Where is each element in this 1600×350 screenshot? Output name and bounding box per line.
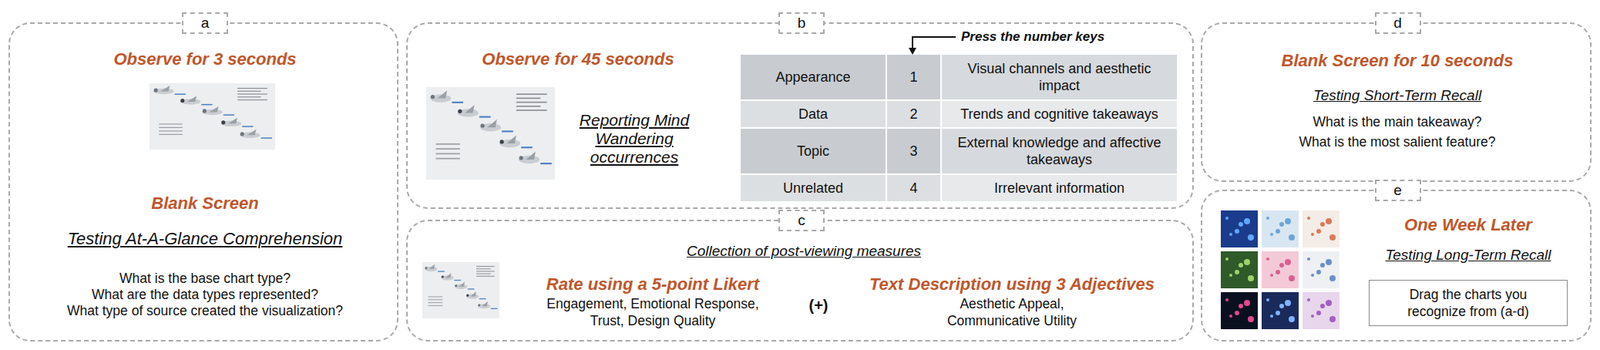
visualization-thumbnail — [426, 87, 555, 180]
task-subtitle: Testing At-A-Glance Comprehension — [20, 229, 390, 249]
table-cell: Visual channels and aesthetic impact — [941, 54, 1177, 100]
task-subtitle: Testing Short-Term Recall — [1212, 86, 1583, 105]
stage-panel: aObserve for 3 secondsBlank ScreenTestin… — [8, 22, 399, 342]
cell-text: Appearance — [775, 68, 851, 86]
stage-panel: cCollection of post-viewing measuresRate… — [406, 219, 1194, 342]
table-cell: 4 — [887, 174, 941, 202]
stage-heading: Blank Screen — [20, 193, 390, 214]
visualization-thumbnail — [422, 262, 500, 319]
table-cell: Data — [740, 100, 886, 128]
panel-letter: c — [778, 209, 825, 232]
task-subtitle: Testing Long-Term Recall — [1352, 245, 1584, 265]
table-cell: Unrelated — [740, 174, 886, 202]
stage-panel: Drag the charts you recognize from (a-d)… — [1200, 189, 1592, 342]
cell-text: 1 — [909, 68, 918, 86]
table-cell: 2 — [887, 100, 941, 128]
cell-text: Irrelevant information — [994, 179, 1125, 197]
panel-letter: a — [181, 12, 229, 34]
body-text: What is the base chart type? — [20, 269, 390, 287]
instruction-note: Press the number keys — [961, 28, 1105, 46]
body-text: What are the data types represented? — [20, 285, 390, 303]
stage-heading: Text Description using 3 Adjectives — [850, 274, 1174, 295]
body-text: Aesthetic Appeal, Communicative Utility — [929, 295, 1096, 330]
table-cell: 1 — [887, 54, 941, 100]
cell-text: 4 — [909, 179, 918, 197]
body-text: (+) — [795, 295, 842, 315]
task-subtitle: Collection of post-viewing measures — [626, 242, 982, 261]
cell-text: External knowledge and affective takeawa… — [946, 134, 1173, 169]
table-cell: Irrelevant information — [941, 174, 1177, 202]
body-text: What is the main takeaway? — [1212, 113, 1583, 131]
cell-text: Data — [798, 105, 828, 123]
stage-heading: Observe for 45 seconds — [447, 49, 710, 70]
stage-heading: One Week Later — [1352, 215, 1584, 236]
table-cell: Topic — [740, 128, 886, 174]
panel-letter: d — [1374, 12, 1422, 34]
table-cell: Appearance — [740, 54, 886, 100]
visualization-thumbnail — [149, 83, 276, 150]
table-cell: External knowledge and affective takeawa… — [941, 128, 1177, 174]
cell-text: Trends and cognitive takeaways — [960, 105, 1158, 123]
task-subtitle: Reporting Mind Wandering occurrences — [576, 110, 693, 167]
panel-letter: b — [778, 12, 825, 34]
cell-text: 2 — [909, 105, 918, 123]
panel-letter: e — [1374, 179, 1422, 202]
table-cell: Trends and cognitive takeaways — [941, 100, 1177, 128]
cell-text: 3 — [909, 142, 918, 160]
cell-text: Unrelated — [783, 179, 844, 197]
body-text: Engagement, Emotional Response, Trust, D… — [529, 295, 777, 330]
body-text: What is the most salient feature? — [1212, 133, 1583, 151]
stage-panel: bObserve for 45 secondsReporting Mind Wa… — [406, 22, 1194, 209]
instruction-box: Drag the charts you recognize from (a-d) — [1368, 279, 1568, 327]
body-text: What type of source created the visualiz… — [20, 302, 390, 320]
cell-text: Visual channels and aesthetic impact — [946, 60, 1173, 95]
stage-panel: dBlank Screen for 10 secondsTesting Shor… — [1200, 22, 1592, 182]
chart-collage — [1220, 210, 1342, 331]
stage-heading: Observe for 3 seconds — [20, 49, 390, 70]
category-table: Appearance 1 Visual channels and aesthetic… — [740, 54, 1177, 202]
stage-heading: Rate using a 5-point Likert — [498, 274, 807, 295]
instruction-text: Drag the charts you recognize from (a-d) — [1387, 285, 1550, 320]
stage-heading: Blank Screen for 10 seconds — [1212, 50, 1583, 71]
table-cell: 3 — [887, 128, 941, 174]
cell-text: Topic — [796, 142, 830, 160]
